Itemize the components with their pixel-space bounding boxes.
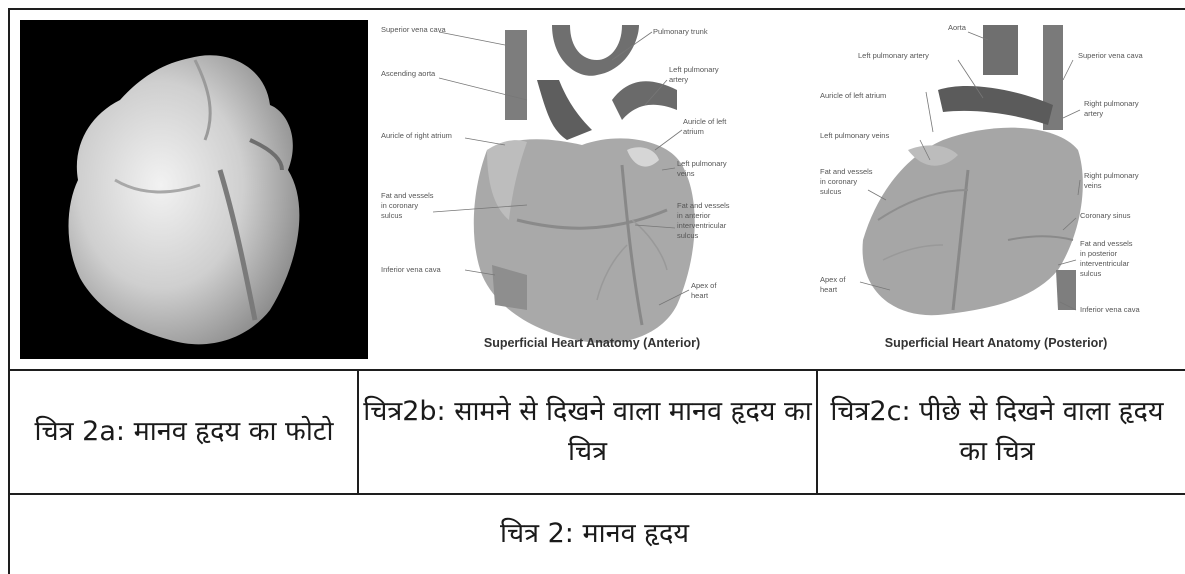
- table-divider-image-row: [8, 369, 1185, 371]
- label-fat-posterior-4: sulcus: [1080, 269, 1102, 278]
- label-right-pulmonary-veins-1: Right pulmonary: [1084, 171, 1139, 180]
- label-auricle-right-atrium: Auricle of right atrium: [381, 131, 452, 140]
- label-auricle-left-atrium: Auricle of left atrium: [820, 91, 886, 100]
- label-superior-vena-cava: Superior vena cava: [381, 25, 446, 34]
- label-superior-vena-cava: Superior vena cava: [1078, 51, 1143, 60]
- label-auricle-left-atrium-1: Auricle of left: [683, 117, 727, 126]
- label-left-pulmonary-artery-2: artery: [669, 75, 688, 84]
- caption-figure-2b: चित्र2b: सामने से दिखने वाला मानव हृदय क…: [360, 372, 815, 492]
- label-left-pulmonary-veins-2: veins: [677, 169, 695, 178]
- label-ascending-aorta: Ascending aorta: [381, 69, 436, 78]
- label-right-pulmonary-artery-2: artery: [1084, 109, 1103, 118]
- posterior-heart-illustration: Aorta Left pulmonary artery Auricle of l…: [818, 20, 1178, 360]
- posterior-diagram-title: Superficial Heart Anatomy (Posterior): [885, 336, 1108, 350]
- label-fat-anterior-1: Fat and vessels: [677, 201, 730, 210]
- label-left-pulmonary-artery: Left pulmonary artery: [858, 51, 929, 60]
- label-apex-2: heart: [691, 291, 709, 300]
- caption-figure-2c-text: चित्र2c: पीछे से दिखने वाला हृदय का चित्…: [819, 392, 1175, 472]
- label-left-pulmonary-veins: Left pulmonary veins: [820, 131, 889, 140]
- caption-figure-2b-text: चित्र2b: सामने से दिखने वाला मानव हृदय क…: [360, 392, 815, 472]
- anterior-diagram: Superior vena cava Ascending aorta Auric…: [377, 20, 807, 360]
- label-fat-vessels-coronary-2: in coronary: [381, 201, 418, 210]
- label-coronary-sinus: Coronary sinus: [1080, 211, 1131, 220]
- label-apex-of-heart-2: heart: [820, 285, 838, 294]
- label-pulmonary-trunk: Pulmonary trunk: [653, 27, 708, 36]
- label-auricle-left-atrium-2: atrium: [683, 127, 704, 136]
- label-apex-of-heart-1: Apex of: [820, 275, 846, 284]
- label-fat-coronary-1: Fat and vessels: [820, 167, 873, 176]
- anterior-heart-illustration: Superior vena cava Ascending aorta Auric…: [377, 20, 807, 360]
- label-left-pulmonary-artery-1: Left pulmonary: [669, 65, 719, 74]
- heart-photo-image: [20, 20, 368, 359]
- label-fat-posterior-2: in posterior: [1080, 249, 1118, 258]
- posterior-diagram: Aorta Left pulmonary artery Auricle of l…: [818, 20, 1178, 360]
- caption-figure-2c: चित्र2c: पीछे से दिखने वाला हृदय का चित्…: [819, 372, 1175, 492]
- label-fat-posterior-3: interventricular: [1080, 259, 1130, 268]
- label-fat-posterior-1: Fat and vessels: [1080, 239, 1133, 248]
- label-fat-vessels-coronary-1: Fat and vessels: [381, 191, 434, 200]
- label-fat-anterior-2: in anterior: [677, 211, 711, 220]
- table-border-left: [8, 8, 10, 574]
- label-right-pulmonary-veins-2: veins: [1084, 181, 1102, 190]
- caption-figure-2a: चित्र 2a: मानव हृदय का फोटो: [12, 372, 356, 492]
- label-inferior-vena-cava: Inferior vena cava: [1080, 305, 1140, 314]
- caption-figure-2a-text: चित्र 2a: मानव हृदय का फोटो: [35, 412, 334, 452]
- table-column-divider-2: [816, 369, 818, 494]
- label-left-pulmonary-veins-1: Left pulmonary: [677, 159, 727, 168]
- main-figure-caption: चित्र 2: मानव हृदय: [12, 510, 1177, 558]
- label-right-pulmonary-artery-1: Right pulmonary: [1084, 99, 1139, 108]
- main-figure-caption-text: चित्र 2: मानव हृदय: [500, 514, 689, 554]
- label-fat-coronary-3: sulcus: [820, 187, 842, 196]
- label-inferior-vena-cava: Inferior vena cava: [381, 265, 441, 274]
- label-apex-1: Apex of: [691, 281, 717, 290]
- anterior-diagram-title: Superficial Heart Anatomy (Anterior): [484, 336, 700, 350]
- label-aorta: Aorta: [948, 23, 967, 32]
- label-fat-vessels-coronary-3: sulcus: [381, 211, 403, 220]
- heart-photo: [20, 20, 368, 359]
- table-border-top: [8, 8, 1185, 10]
- table-column-divider-1: [357, 369, 359, 494]
- label-fat-anterior-3: interventricular: [677, 221, 727, 230]
- table-divider-caption-row: [8, 493, 1185, 495]
- label-fat-coronary-2: in coronary: [820, 177, 857, 186]
- label-fat-anterior-4: sulcus: [677, 231, 699, 240]
